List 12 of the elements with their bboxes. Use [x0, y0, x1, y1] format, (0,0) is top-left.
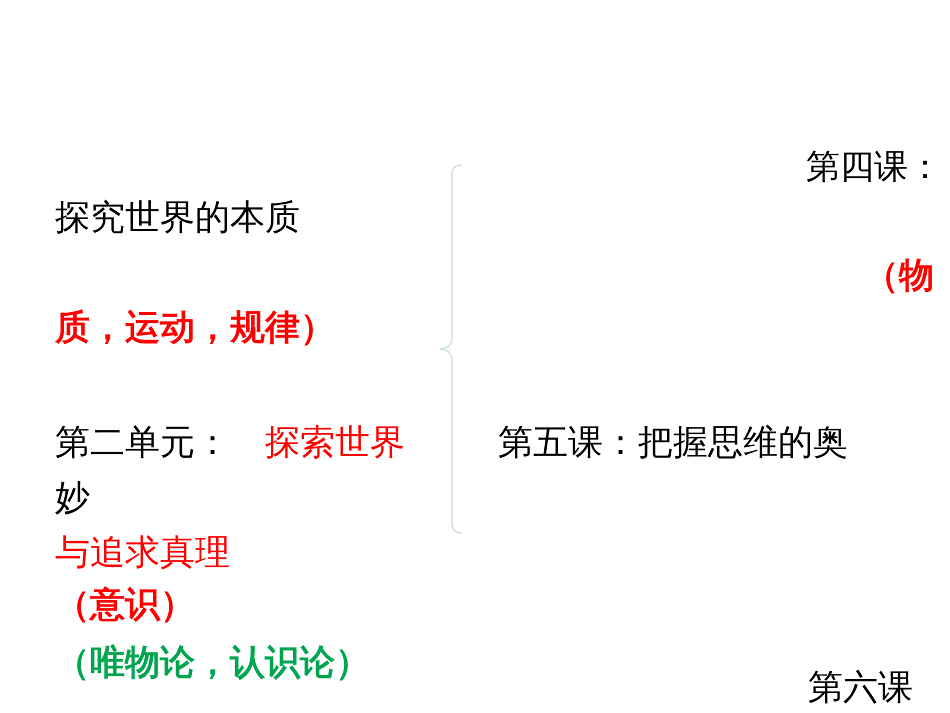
text-label: 第六课 [808, 668, 913, 708]
text-label: 与追求真理 [55, 533, 230, 574]
text-label: 探究世界的本质 [55, 198, 300, 238]
text-label: 第二单元： [55, 423, 230, 464]
text-label: 第四课： [806, 148, 942, 188]
text-label: （意识） [55, 585, 195, 626]
text-label: （物 [864, 256, 934, 296]
text-label: 探索世界 [265, 423, 405, 464]
text-label: 质，运动，规律） [55, 308, 335, 348]
text-label: （唯物论，认识论） [55, 643, 370, 684]
text-label: 第五课：把握思维的奥 [498, 423, 848, 464]
text-label: 妙 [55, 478, 90, 518]
